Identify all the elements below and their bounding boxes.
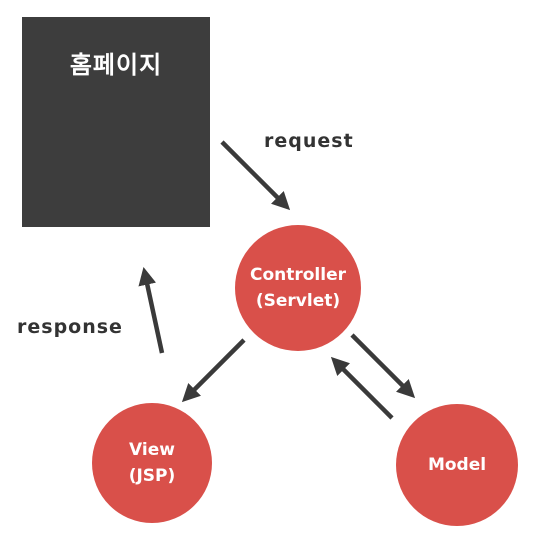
homepage-box: 홈페이지 — [22, 17, 210, 227]
view-sublabel: (JSP) — [128, 466, 176, 486]
controller-label: Controller — [249, 265, 346, 285]
controller-to-model-arrow — [350, 333, 416, 399]
view-node: View (JSP) — [92, 403, 212, 523]
controller-sublabel: (Servlet) — [255, 291, 341, 311]
controller-to-view-arrow — [181, 338, 246, 403]
model-to-controller-arrow — [330, 356, 394, 420]
response-arrow — [138, 266, 165, 354]
homepage-label: 홈페이지 — [69, 51, 163, 79]
model-label: Model — [427, 455, 487, 475]
request-label: request — [264, 130, 354, 152]
view-label: View — [129, 440, 175, 460]
model-node: Model — [396, 404, 518, 526]
request-arrow — [220, 140, 291, 211]
response-label: response — [17, 316, 123, 338]
controller-node: Controller (Servlet) — [235, 225, 361, 351]
